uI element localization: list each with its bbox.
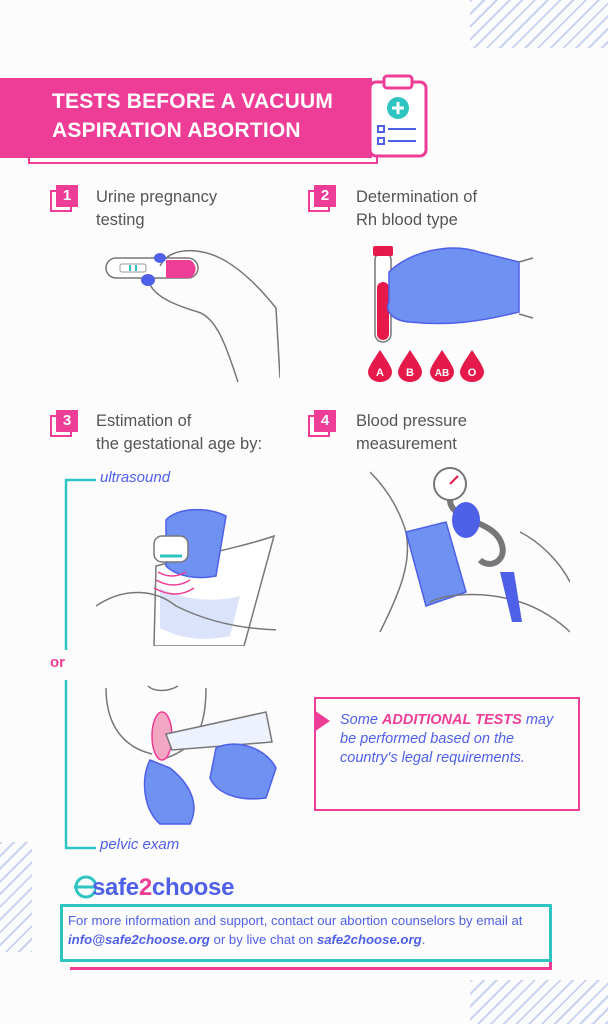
blood-type-o-label: O [468,367,477,379]
blood-drop-o: O [460,350,484,382]
additional-tests-note [314,697,580,811]
logo-part3: choose [151,874,235,901]
pelvic-exam-label: pelvic exam [100,836,180,853]
footer-text-end: . [421,932,426,947]
ultrasound-label: ultrasound [100,469,171,486]
step-3-label: Estimation of the gestational age by: [96,412,263,453]
step-2-badge: 2 [314,185,336,207]
pelvic-exam-icon [105,685,277,825]
footer-text-before-email: For more information and support, contac… [68,913,523,928]
note-suffix: may be performed based on the country's … [340,712,554,766]
step-1-badge: 1 [56,185,78,207]
blood-drop-b: B [398,350,422,382]
blood-drop-a: A [368,350,392,382]
blood-type-ab-label: AB [435,368,449,379]
ultrasound-icon [96,508,276,646]
footer-website-link[interactable]: safe2choose.org [316,932,422,947]
footer-box [60,904,552,962]
step-3-badge: 3 [56,410,78,432]
note-prefix: Some [340,712,382,728]
page-title-line2: ASPIRATION ABORTION [52,119,301,142]
step-4-badge: 4 [314,410,336,432]
footer-email-link[interactable]: info@safe2choose.org [68,932,210,947]
step-2-label: Determination of Rh blood type [356,188,478,229]
blood-drop-ab: AB [430,350,454,382]
blood-pressure-icon [370,467,570,633]
or-label: or [50,654,65,671]
additional-tests-text: Some ADDITIONAL TESTS may be performed b… [340,711,572,768]
safe2choose-logo: safe2choose [92,874,234,902]
step-1-label: Urine pregnancy testing [96,188,218,229]
safe2choose-logo-icon [74,875,96,899]
blood-type-b-label: B [406,367,414,379]
blood-tube-icon [373,246,534,343]
title-banner [0,78,372,158]
logo-part1: safe [92,874,139,901]
blood-type-a-label: A [376,367,384,379]
decor-hatch-left [0,842,32,952]
note-arrow-icon [314,710,330,732]
page-title: TESTS BEFORE A VACUUM ASPIRATION ABORTIO… [52,87,382,145]
decor-hatch-top-right [470,0,608,48]
footer-text-middle: or by live chat on [209,932,317,947]
step-4-label: Blood pressure measurement [356,412,467,453]
note-highlight: ADDITIONAL TESTS [381,712,522,728]
page-title-line1: TESTS BEFORE A VACUUM [52,90,334,113]
method-bracket [64,478,96,850]
decor-hatch-bottom-right [470,980,608,1024]
clipboard-medical-icon [368,74,428,158]
footer-text: For more information and support, contac… [68,911,552,949]
logo-part2: 2 [138,874,152,901]
pregnancy-test-icon [105,249,280,383]
